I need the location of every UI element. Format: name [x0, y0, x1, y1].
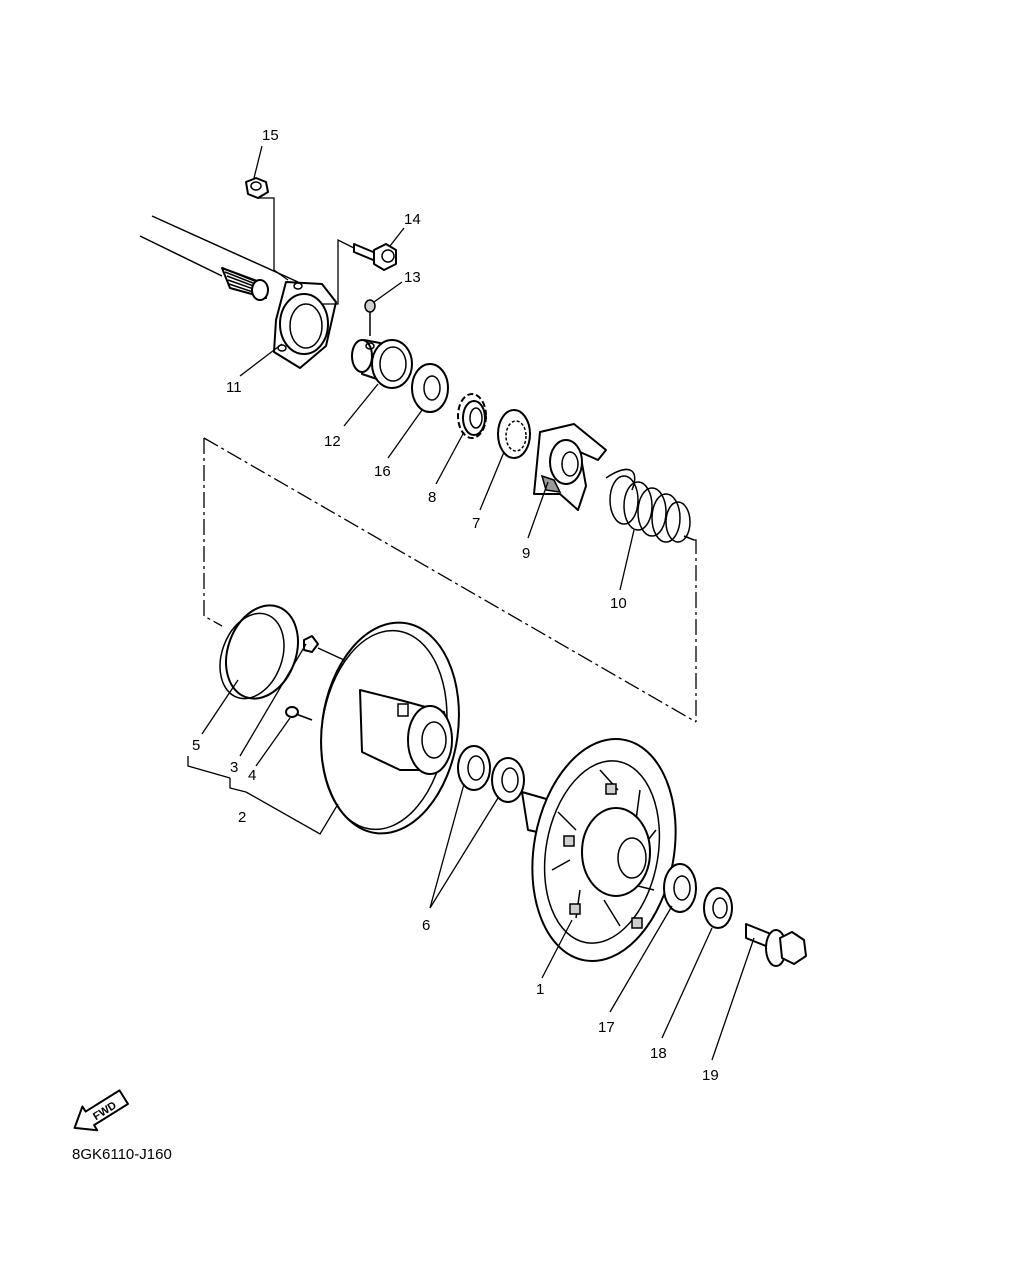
part-label-4: 4 — [248, 767, 256, 784]
fixed-sheave — [521, 738, 677, 962]
part-label-11: 11 — [226, 379, 242, 396]
part-label-7: 7 — [472, 515, 480, 532]
part-label-18: 18 — [650, 1045, 667, 1062]
part-label-12: 12 — [324, 433, 341, 450]
part-label-14: 14 — [404, 211, 421, 228]
washer-pair — [457, 745, 525, 803]
part-labels: 15 14 13 11 12 16 8 7 9 10 5 3 4 2 6 1 1… — [192, 127, 719, 1084]
nut — [245, 177, 269, 199]
washer — [703, 887, 733, 929]
part-label-15: 15 — [262, 127, 279, 144]
fwd-arrow: FWD — [73, 1089, 129, 1132]
assembly-line — [203, 437, 697, 723]
lock-nut — [457, 393, 487, 439]
lock-washer — [497, 409, 531, 459]
spring — [605, 468, 695, 543]
screw — [285, 706, 313, 721]
part-label-19: 19 — [702, 1067, 719, 1084]
washer — [663, 863, 697, 913]
sheave — [320, 621, 460, 835]
part-label-1: 1 — [536, 981, 544, 998]
shaft — [139, 215, 299, 301]
leader-lines — [187, 145, 755, 1061]
part-label-8: 8 — [428, 489, 436, 506]
part-label-10: 10 — [610, 595, 627, 612]
cam — [533, 423, 607, 511]
part-label-16: 16 — [374, 463, 391, 480]
drawing-code: 8GK6110-J160 — [72, 1146, 172, 1163]
part-label-9: 9 — [522, 545, 530, 562]
flange-bolt — [745, 923, 807, 967]
pin — [303, 635, 319, 653]
bearing-housing — [273, 281, 337, 369]
part-label-2: 2 — [238, 809, 246, 826]
part-label-17: 17 — [598, 1019, 615, 1036]
set-screw — [364, 299, 376, 336]
bearing — [351, 339, 413, 389]
part-label-3: 3 — [230, 759, 238, 776]
leader-line — [317, 647, 345, 661]
part-label-5: 5 — [192, 737, 200, 754]
ring — [219, 604, 299, 700]
part-label-13: 13 — [404, 269, 421, 286]
washer — [411, 363, 449, 413]
bolt — [353, 243, 397, 271]
assembly-line — [203, 438, 223, 627]
part-label-6: 6 — [422, 917, 430, 934]
assembly-line — [694, 539, 697, 722]
